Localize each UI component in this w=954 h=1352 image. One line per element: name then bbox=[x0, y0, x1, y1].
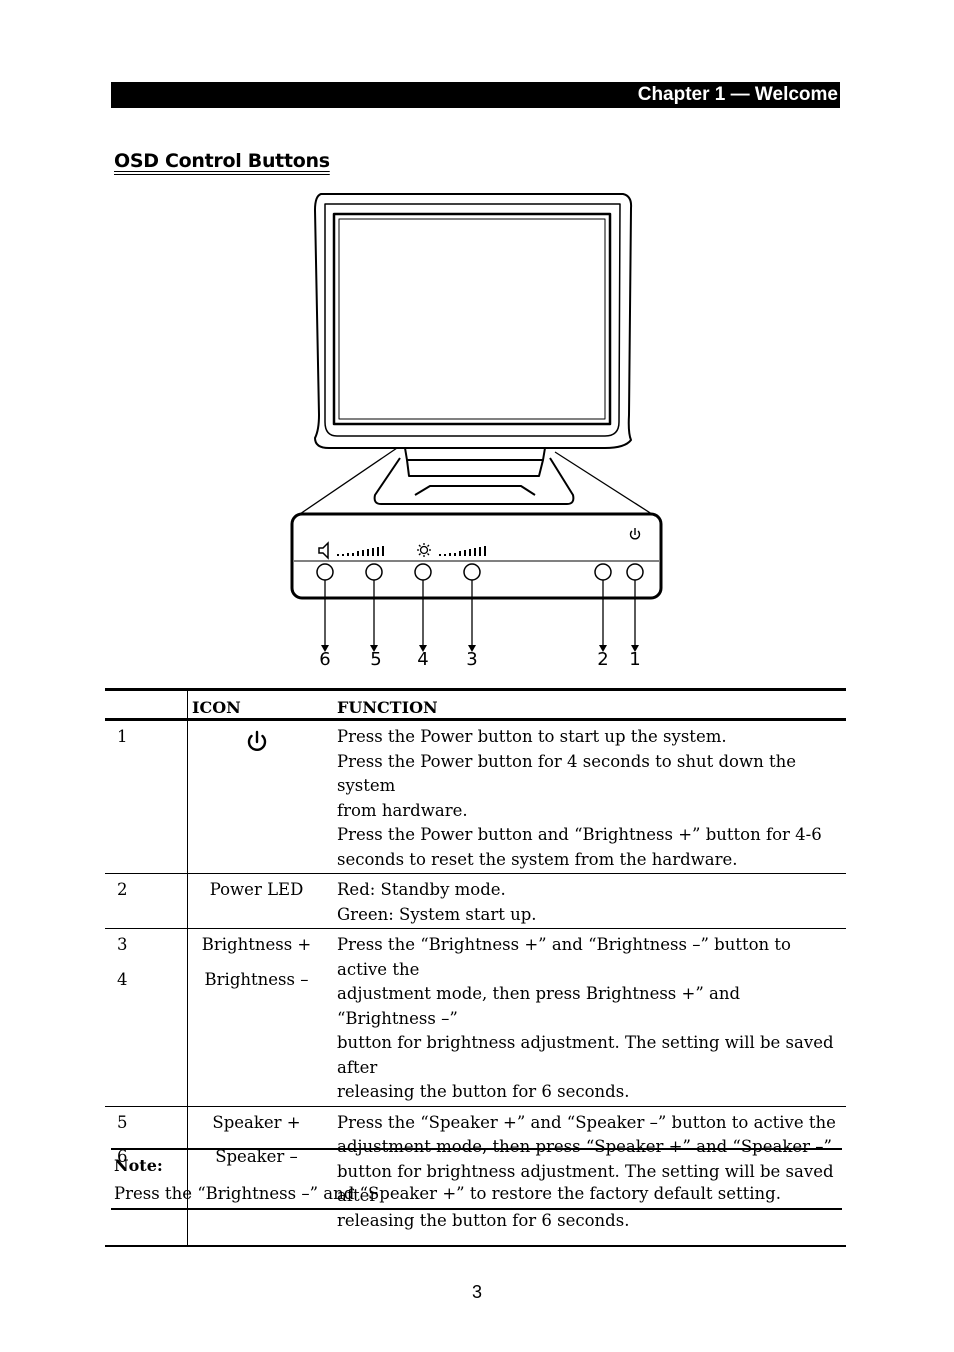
page-number: 3 bbox=[471, 1282, 482, 1302]
header-icon: ICON bbox=[187, 689, 325, 721]
row-icon-label: Power LED bbox=[187, 873, 325, 929]
function-line: button for brightness adjustment. The se… bbox=[337, 1033, 834, 1077]
row-number-5: 5 bbox=[117, 1112, 128, 1132]
callout-5: 5 bbox=[370, 649, 381, 670]
row-icon-label: Brightness + Brightness – bbox=[187, 928, 325, 1106]
note-label: Note: bbox=[114, 1156, 163, 1175]
button-1 bbox=[626, 563, 644, 581]
table-row: 1 Press the Power button to start up the… bbox=[105, 719, 846, 874]
brightness-level-bars bbox=[439, 546, 486, 556]
function-line: button for brightness adjustment. The se… bbox=[337, 1161, 834, 1206]
row-function: Red: Standby mode. Green: System start u… bbox=[325, 873, 846, 929]
function-line: Green: System start up. bbox=[337, 904, 537, 924]
brightness-plus-label: Brightness + bbox=[201, 935, 312, 954]
table-row: 3 4 Brightness + Brightness – Press the … bbox=[105, 928, 846, 1106]
button-6 bbox=[316, 563, 334, 581]
function-line: Press the Power button for 4 seconds to … bbox=[337, 751, 796, 796]
table-row: 2 Power LED Red: Standby mode. Green: Sy… bbox=[105, 873, 846, 929]
brightness-minus-label: Brightness – bbox=[204, 969, 309, 989]
chapter-header: Chapter 1 — Welcome bbox=[111, 82, 840, 108]
button-2 bbox=[594, 563, 612, 581]
note-box: Note: Press the “Brightness –” and “Spea… bbox=[111, 1148, 842, 1210]
header-function: FUNCTION bbox=[325, 689, 846, 721]
speaker-plus-label: Speaker + bbox=[212, 1112, 301, 1132]
function-line: Press the Power button and “Brightness +… bbox=[337, 825, 822, 844]
row-number: 2 bbox=[105, 873, 188, 929]
button-4 bbox=[414, 563, 432, 581]
table-row: 5 6 Speaker + Speaker – Press the “Speak… bbox=[105, 1105, 846, 1246]
callout-2: 2 bbox=[597, 649, 608, 670]
header-number bbox=[105, 689, 188, 721]
row-number: 5 6 bbox=[105, 1105, 188, 1246]
monitor-diagram: 6 5 4 3 2 1 bbox=[290, 193, 663, 670]
button-3 bbox=[463, 563, 481, 581]
row-icon bbox=[187, 719, 325, 874]
monitor-bezel bbox=[314, 193, 633, 449]
function-line: seconds to reset the system from the har… bbox=[337, 849, 738, 869]
function-line: Press the “Brightness +” and “Brightness… bbox=[337, 935, 791, 979]
control-panel bbox=[290, 512, 663, 600]
row-function: Press the “Brightness +” and “Brightness… bbox=[325, 928, 846, 1106]
row-number-3: 3 bbox=[117, 935, 128, 954]
monitor-stand bbox=[404, 447, 546, 461]
power-icon bbox=[247, 730, 266, 751]
monitor-screen bbox=[332, 212, 612, 426]
osd-function-table: ICON FUNCTION 1 Press the Power button t… bbox=[105, 688, 846, 1247]
speaker-level-bars bbox=[337, 546, 384, 556]
function-line: adjustment mode, then press “Speaker +” … bbox=[337, 1137, 832, 1156]
section-title: OSD Control Buttons bbox=[114, 150, 330, 172]
function-line: Red: Standby mode. bbox=[337, 880, 506, 899]
row-number-4: 4 bbox=[117, 969, 128, 989]
row-number: 1 bbox=[117, 727, 128, 746]
function-line: Press the “Speaker +” and “Speaker –” bu… bbox=[337, 1112, 836, 1132]
row-icon-label: Speaker + Speaker – bbox=[187, 1105, 325, 1246]
button-5 bbox=[365, 563, 383, 581]
power-icon bbox=[629, 528, 641, 540]
callout-6: 6 bbox=[319, 649, 330, 670]
function-line: releasing the button for 6 seconds. bbox=[337, 1210, 630, 1230]
callout-3: 3 bbox=[466, 649, 477, 670]
function-line: Press the Power button to start up the s… bbox=[337, 727, 727, 746]
row-function: Press the Power button to start up the s… bbox=[325, 720, 846, 874]
speaker-minus-label: Speaker – bbox=[215, 1147, 298, 1166]
callout-1: 1 bbox=[629, 649, 640, 670]
speaker-icon bbox=[318, 541, 329, 560]
callout-4: 4 bbox=[417, 649, 428, 670]
function-line: from hardware. bbox=[337, 800, 468, 820]
function-line: adjustment mode, then press Brightness +… bbox=[337, 984, 741, 1028]
row-function: Press the “Speaker +” and “Speaker –” bu… bbox=[325, 1105, 846, 1246]
row-number: 3 4 bbox=[105, 928, 188, 1106]
note-text: Press the “Brightness –” and “Speaker +”… bbox=[114, 1184, 781, 1203]
row-number-6: 6 bbox=[117, 1147, 128, 1166]
brightness-icon bbox=[417, 543, 431, 557]
function-line: releasing the button for 6 seconds. bbox=[337, 1082, 630, 1101]
